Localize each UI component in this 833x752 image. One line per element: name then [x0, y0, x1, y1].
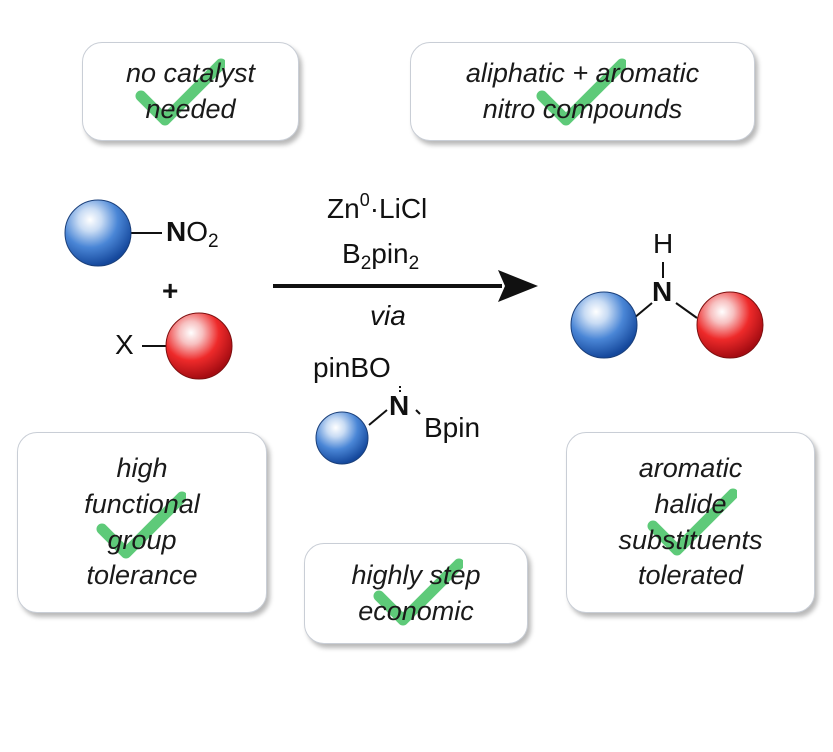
- feature-text: high: [116, 453, 168, 484]
- bond-line: [415, 409, 421, 415]
- product-n-atom: N: [652, 276, 673, 307]
- check-icon: [135, 58, 225, 126]
- blue-sphere: [64, 199, 132, 267]
- nitro-group-label: NO2: [166, 216, 219, 252]
- blue-sphere: [570, 291, 638, 359]
- feature-box-halide-tolerated: aromatic halide substituents tolerated: [566, 432, 815, 613]
- check-icon: [647, 488, 737, 556]
- product-h-atom: H: [653, 228, 674, 259]
- halide-x-label: X: [115, 329, 134, 360]
- intermediate-n-atom: N: [389, 390, 410, 421]
- feature-box-step-economic: highly step economic: [304, 543, 528, 644]
- feature-text: aliphatic + aromatic: [465, 57, 700, 88]
- bond-line: [368, 409, 388, 426]
- feature-box-functional-group: high functional group tolerance: [17, 432, 267, 613]
- bond-line: [675, 302, 698, 319]
- check-icon: [96, 491, 186, 559]
- feature-text: functional: [84, 488, 200, 519]
- red-sphere: [696, 291, 764, 359]
- bpin-label: Bpin: [424, 412, 481, 443]
- plus-sign: +: [162, 275, 179, 306]
- feature-text: economic: [358, 595, 474, 626]
- feature-text: highly step: [351, 559, 481, 590]
- feature-box-aliphatic-aromatic: aliphatic + aromatic nitro compounds: [410, 42, 755, 141]
- feature-text: group: [107, 524, 177, 555]
- reagent-b2pin2: B2pin2: [342, 238, 420, 274]
- feature-text: aromatic: [638, 453, 743, 484]
- feature-text: substituents: [618, 524, 763, 555]
- check-icon: [536, 58, 626, 126]
- feature-text: halide: [654, 488, 727, 519]
- blue-sphere-small: [315, 411, 369, 465]
- check-icon: [373, 558, 463, 626]
- bond-line: [633, 302, 653, 319]
- feature-box-no-catalyst: no catalyst needed: [82, 42, 299, 141]
- reagent-zinc-licl: Zn0·LiCl: [327, 190, 428, 224]
- feature-text: needed: [145, 93, 236, 124]
- feature-text: nitro compounds: [482, 93, 683, 124]
- via-label: via: [370, 300, 406, 331]
- feature-text: no catalyst: [125, 57, 256, 88]
- reaction-arrow-head: [498, 270, 538, 302]
- feature-text: tolerated: [637, 560, 744, 591]
- pinbo-label: pinBO: [313, 352, 391, 383]
- red-sphere: [165, 312, 233, 380]
- feature-text: tolerance: [86, 560, 198, 591]
